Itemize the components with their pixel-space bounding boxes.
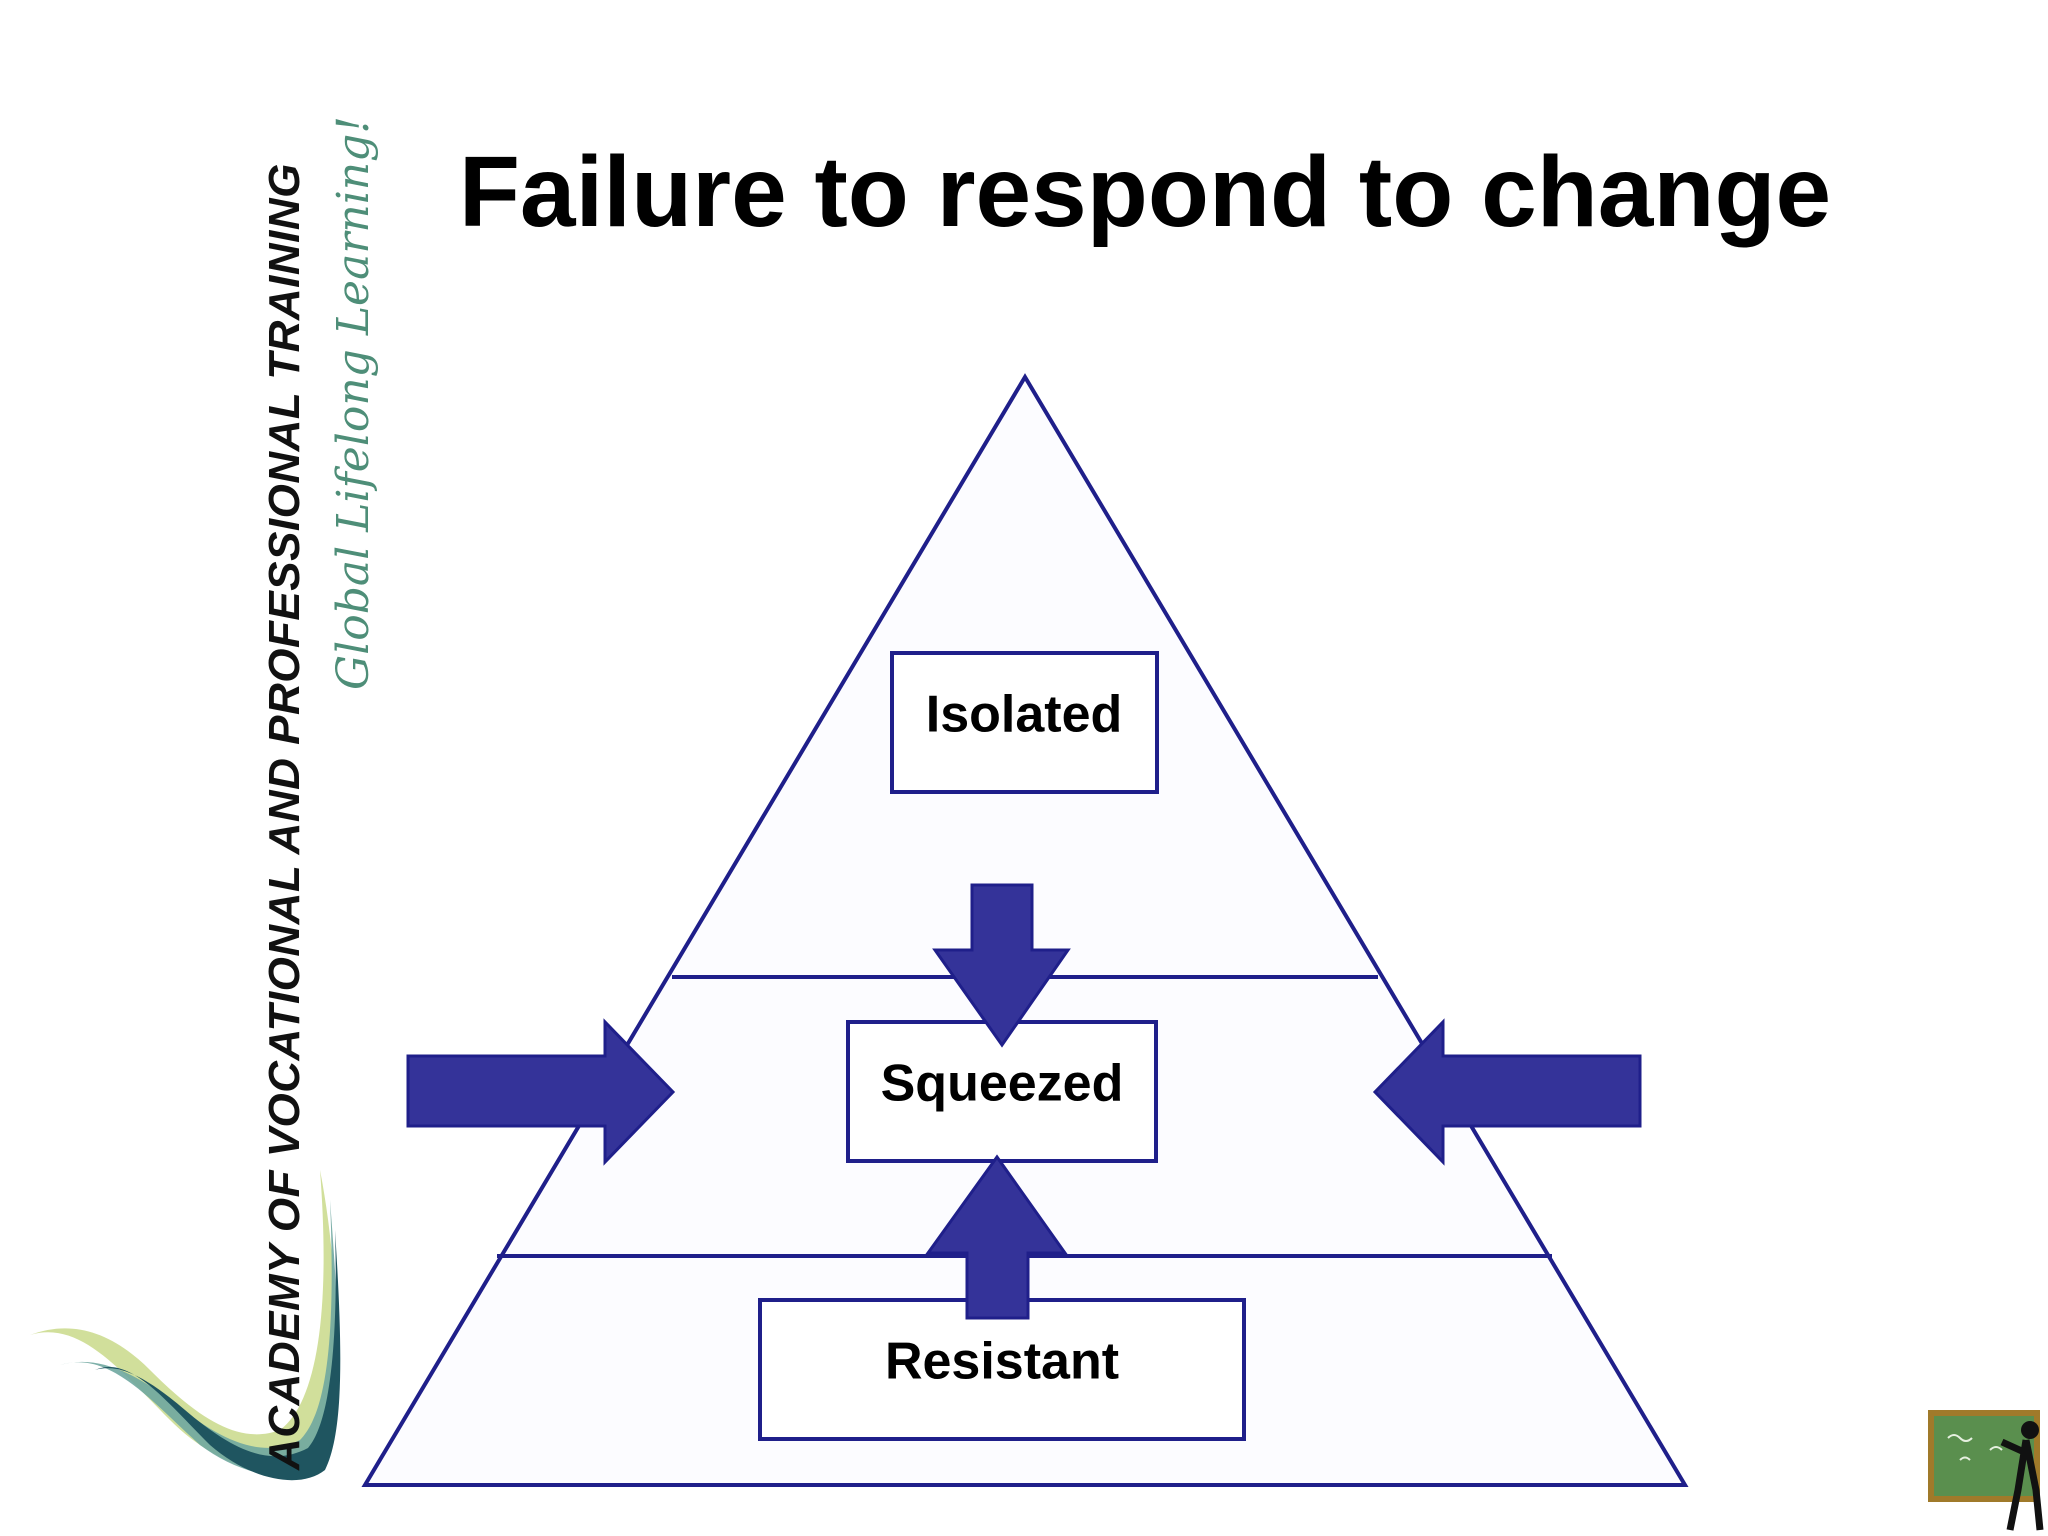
teacher-chalkboard-icon bbox=[1928, 1410, 2044, 1531]
level-label-squeezed: Squeezed bbox=[881, 1055, 1124, 1113]
swoosh-logo bbox=[30, 1170, 341, 1481]
branding-panel: ACADEMY OF VOCATIONAL AND PROFESSIONAL T… bbox=[0, 0, 379, 1536]
arrow-down-icon bbox=[932, 883, 1071, 1048]
arrow-left-icon bbox=[1372, 1018, 1642, 1166]
arrow-right-icon bbox=[406, 1018, 676, 1166]
level-box-isolated: Isolated bbox=[890, 651, 1159, 794]
level-label-resistant: Resistant bbox=[885, 1333, 1119, 1391]
slide-title: Failure to respond to change bbox=[458, 136, 1832, 248]
level-label-isolated: Isolated bbox=[926, 686, 1123, 744]
arrow-up-icon bbox=[925, 1154, 1068, 1320]
level-box-resistant: Resistant bbox=[758, 1298, 1246, 1441]
